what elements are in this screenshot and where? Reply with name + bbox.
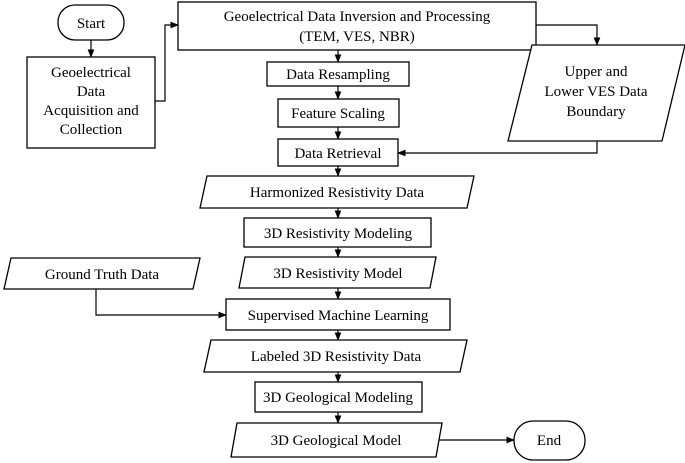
node-label-boundary-line-2: Lower VES Data	[544, 84, 647, 100]
svg-text:Feature Scaling: Feature Scaling	[291, 106, 385, 122]
arrow-inversion-to-boundary	[536, 24, 601, 46]
node-label-inversion-line-1: Geoelectrical Data Inversion and Process…	[224, 9, 491, 25]
node-start: Start	[57, 4, 125, 41]
svg-text:Start: Start	[77, 16, 106, 32]
node-label-retrieval-line-1: Data Retrieval	[294, 146, 381, 162]
svg-text:Geoelectrical Data Inversion a: Geoelectrical Data Inversion and Process…	[224, 9, 491, 45]
arrow-groundtruth-to-ml	[95, 289, 227, 319]
node-geo-model: 3D Geological Model	[230, 422, 443, 458]
arrow-acquisition-to-inversion	[155, 21, 179, 102]
node-inversion: Geoelectrical Data Inversion and Process…	[177, 1, 537, 51]
node-label-acquisition-line-2: Data	[77, 84, 106, 100]
node-label-labeled-line-1: Labeled 3D Resistivity Data	[251, 349, 422, 365]
svg-text:3D Geological Modeling: 3D Geological Modeling	[263, 390, 413, 406]
node-scaling: Feature Scaling	[277, 98, 400, 128]
svg-text:3D Resistivity Modeling: 3D Resistivity Modeling	[264, 226, 413, 242]
node-label-boundary-line-1: Upper and	[565, 64, 628, 80]
node-labeled: Labeled 3D Resistivity Data	[203, 339, 468, 373]
node-label-acquisition-line-4: Collection	[60, 122, 123, 138]
node-retrieval: Data Retrieval	[277, 138, 399, 167]
node-label-harmonized-line-1: Harmonized Resistivity Data	[250, 185, 424, 201]
node-label-start-line-1: Start	[77, 16, 106, 32]
node-model: 3D Resistivity Model	[238, 256, 437, 289]
node-label-resampling-line-1: Data Resampling	[286, 67, 390, 83]
svg-text:Supervised Machine Learning: Supervised Machine Learning	[248, 308, 429, 324]
node-end: End	[513, 420, 586, 461]
node-label-ml-line-1: Supervised Machine Learning	[248, 308, 429, 324]
svg-text:Harmonized Resistivity Data: Harmonized Resistivity Data	[250, 185, 424, 201]
node-label-acquisition-line-3: Acquisition and	[43, 103, 139, 119]
node-label-boundary-line-3: Boundary	[566, 104, 626, 120]
node-ml: Supervised Machine Learning	[225, 298, 451, 331]
svg-text:3D Resistivity Model: 3D Resistivity Model	[273, 266, 402, 282]
node-geo-modeling: 3D Geological Modeling	[254, 381, 423, 413]
svg-text:Labeled 3D Resistivity Data: Labeled 3D Resistivity Data	[251, 349, 422, 365]
node-label-geo-model-line-1: 3D Geological Model	[271, 433, 402, 449]
svg-text:Ground Truth Data: Ground Truth Data	[45, 267, 160, 283]
arrow-boundary-to-retrieval	[397, 141, 598, 157]
svg-text:End: End	[537, 433, 562, 449]
node-label-model-line-1: 3D Resistivity Model	[273, 266, 402, 282]
node-label-end-line-1: End	[537, 433, 562, 449]
svg-text:Data Retrieval: Data Retrieval	[294, 146, 381, 162]
node-label-modeling-line-1: 3D Resistivity Modeling	[264, 226, 413, 242]
svg-text:3D Geological Model: 3D Geological Model	[271, 433, 402, 449]
node-modeling: 3D Resistivity Modeling	[243, 217, 432, 248]
node-ground-truth: Ground Truth Data	[3, 257, 201, 290]
node-label-ground-truth-line-1: Ground Truth Data	[45, 267, 160, 283]
node-harmonized: Harmonized Resistivity Data	[199, 175, 475, 209]
node-label-geo-modeling-line-1: 3D Geological Modeling	[263, 390, 413, 406]
node-label-acquisition-line-1: Geoelectrical	[51, 65, 131, 81]
node-resampling: Data Resampling	[266, 61, 410, 87]
node-label-scaling-line-1: Feature Scaling	[291, 106, 385, 122]
connectors	[87, 21, 601, 444]
svg-text:Data Resampling: Data Resampling	[286, 67, 390, 83]
node-label-inversion-line-2: (TEM, VES, NBR)	[299, 29, 415, 45]
